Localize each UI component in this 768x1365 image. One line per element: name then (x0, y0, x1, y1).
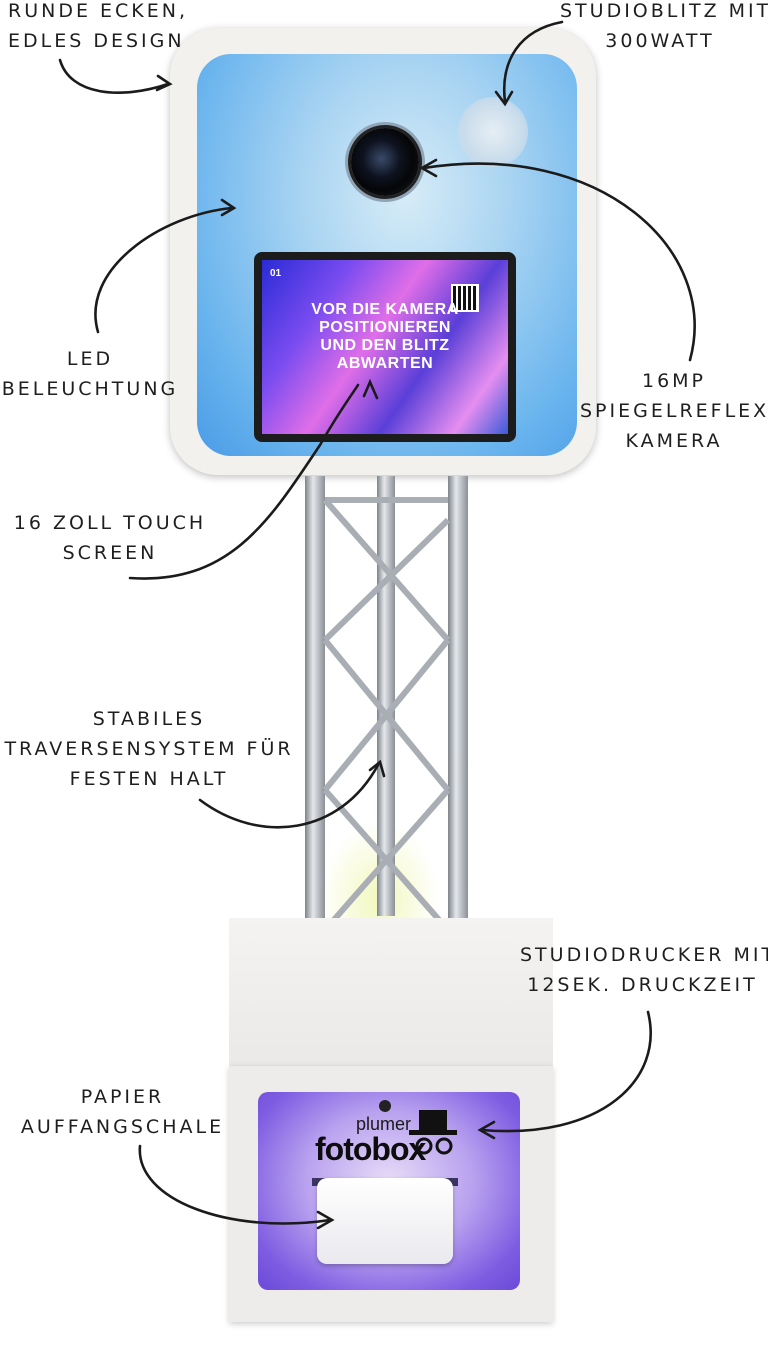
arrowhead (316, 1210, 335, 1230)
brand-name-small: plumer (356, 1114, 412, 1134)
base-top (229, 918, 553, 1068)
label-line: stabiles (92, 708, 206, 730)
screen-line: positionieren (319, 319, 451, 336)
label-camera: 16MP Spiegelreflex Kamera (580, 366, 768, 456)
label-line: Studioblitz mit (560, 0, 768, 22)
label-corners: Runde Ecken, edles Design (8, 0, 188, 56)
label-line: edles Design (8, 30, 185, 52)
label-flash: Studioblitz mit 300Watt (560, 0, 768, 56)
screen-line: Vor die Kamera (311, 301, 459, 318)
screen-line: abwarten (336, 355, 434, 372)
label-line: festen Halt (69, 768, 229, 790)
label-truss: stabiles Traversensystem für festen Halt (4, 704, 294, 794)
label-line: Papier (80, 1086, 165, 1108)
arrowhead (362, 378, 379, 400)
label-line: Kamera (625, 430, 723, 452)
label-line: Screen (62, 542, 158, 564)
label-line: 300Watt (605, 30, 715, 52)
label-led: LED Beleuchtung (0, 344, 180, 404)
arrowhead (494, 90, 514, 107)
label-line: 16 Zoll Touch (13, 512, 207, 534)
arrowhead (419, 158, 438, 178)
arrow-tray (138, 1144, 332, 1225)
label-line: Spiegelreflex (580, 400, 768, 422)
label-line: 12Sek. Druckzeit (527, 974, 758, 996)
label-line: Studiodrucker mit (520, 944, 768, 966)
label-line: Traversensystem für (4, 738, 294, 760)
arrowhead (368, 759, 386, 778)
label-printer: Studiodrucker mit 12Sek. Druckzeit (520, 940, 768, 1000)
truss-pole (305, 476, 325, 1021)
label-line: 16MP (641, 370, 707, 392)
truss-pole (448, 476, 468, 1021)
arrow-flash (502, 20, 564, 104)
qr-code-icon (451, 284, 479, 312)
arrow-led (94, 206, 234, 334)
arrow-printer (480, 1010, 652, 1133)
screen-badge: 01 (270, 268, 282, 279)
label-line: Runde Ecken, (8, 0, 188, 22)
paper-catch-tray (317, 1178, 453, 1264)
arrow-corners (58, 58, 170, 94)
screen-line: und den Blitz (320, 337, 450, 354)
label-line: Auffangschale (20, 1116, 225, 1138)
arrowhead (477, 1120, 496, 1140)
arrowhead (155, 74, 173, 92)
label-line: Beleuchtung (1, 378, 179, 400)
label-tray: Papier Auffangschale (20, 1082, 225, 1142)
arrow-camera (422, 162, 696, 362)
arrow-screen (128, 383, 360, 580)
arrowhead (220, 198, 237, 217)
camera-lens (351, 128, 419, 196)
studio-flash (458, 97, 528, 167)
screen-message: Vor die Kamera positionieren und den Bli… (262, 301, 508, 373)
label-screen: 16 Zoll Touch Screen (10, 508, 210, 568)
label-line: LED (66, 348, 114, 370)
arrow-truss (198, 763, 380, 829)
brand-logo-text: fotobox (315, 1131, 426, 1167)
